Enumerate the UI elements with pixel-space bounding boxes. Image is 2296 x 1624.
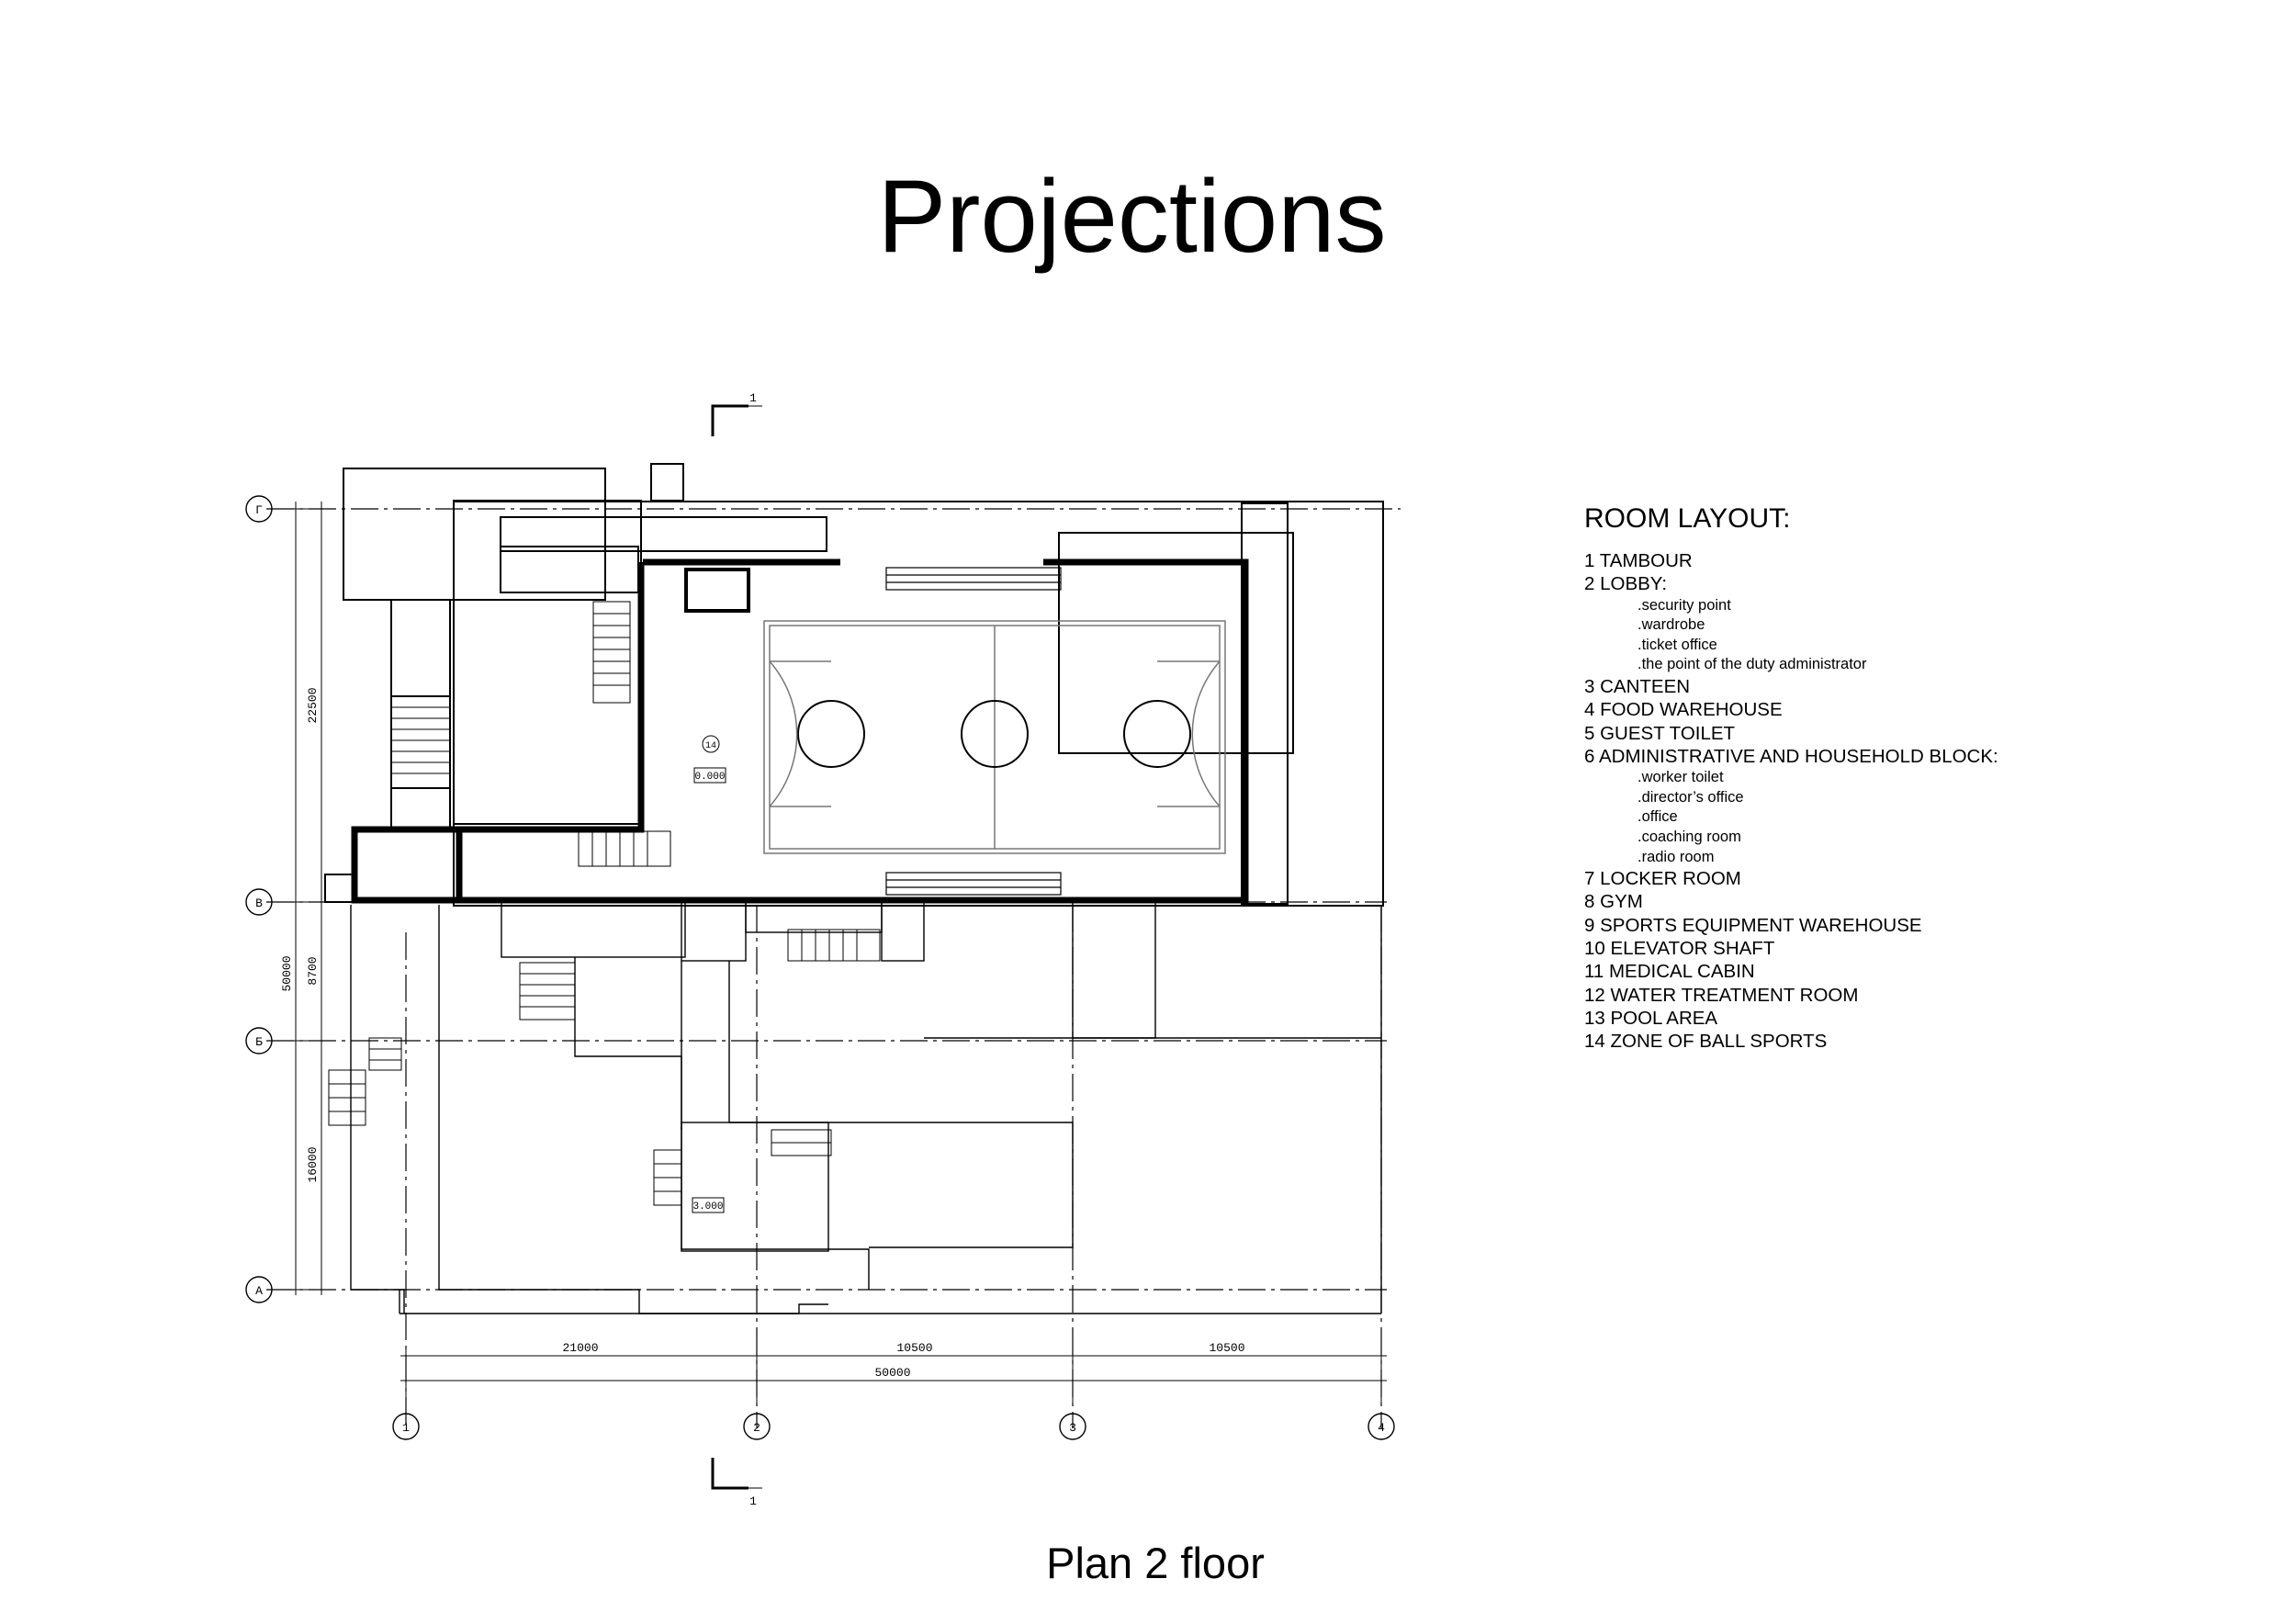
dim-bottom-1: 21000 (562, 1341, 598, 1355)
legend-title: ROOM LAYOUT: (1584, 503, 1791, 534)
legend-subitem: .radio room (1638, 848, 1715, 865)
legend-item: 5 GUEST TOILET (1584, 722, 1736, 744)
legend-item: 7 LOCKER ROOM (1584, 868, 1741, 890)
level-mark-box (692, 1197, 725, 1213)
axis-label-row-v: В (255, 897, 263, 910)
legend-item: 4 FOOD WAREHOUSE (1584, 699, 1783, 721)
legend-item: 3 CANTEEN (1584, 675, 1691, 697)
level-mark: 0.000 (694, 772, 725, 783)
plan-caption: Plan 2 floor (1046, 1539, 1265, 1587)
section-marker (711, 404, 748, 1490)
page-title: Projections (877, 159, 1387, 274)
legend-subitem: .ticket office (1638, 636, 1717, 653)
legend-subitem: .wardrobe (1638, 616, 1705, 634)
legend-item: 6 ADMINISTRATIVE AND HOUSEHOLD BLOCK: (1584, 745, 1998, 767)
legend-item: 10 ELEVATOR SHAFT (1584, 938, 1775, 960)
annex-block (343, 463, 827, 827)
legend-subitem: .security point (1638, 596, 1731, 614)
legend-item: 11 MEDICAL CABIN (1584, 961, 1755, 983)
dim-left-1: 22500 (306, 687, 320, 723)
section-mark-bottom: 1 (749, 1494, 757, 1508)
stairs (328, 601, 881, 1206)
elevator-shaft (684, 568, 750, 613)
dimension-lines (287, 502, 1387, 1405)
axis-label-row-b: Б (255, 1035, 263, 1049)
legend-item: 8 GYM (1584, 891, 1643, 913)
axis-label-row-g: Г (255, 503, 263, 517)
grid-axis-lines (266, 508, 1401, 1428)
legend-subitem: .office (1638, 808, 1678, 826)
legend-subitem: .the point of the duty administrator (1638, 656, 1867, 673)
dim-left-3: 16000 (306, 1146, 320, 1182)
basketball-court (763, 620, 1226, 854)
legend-item: 1 TAMBOUR (1584, 550, 1693, 571)
room-tag-circle (702, 735, 720, 753)
legend-item: 2 LOBBY: (1584, 573, 1668, 595)
dim-bottom-3: 10500 (1209, 1341, 1244, 1355)
legend-item: 12 WATER TREATMENT ROOM (1584, 984, 1859, 1006)
level-mark-box (693, 767, 726, 784)
section-mark-top: 1 (749, 391, 757, 405)
dim-left-2: 8700 (306, 956, 320, 985)
axis-label-col-4: 4 (1378, 1421, 1385, 1435)
axis-label-row-a: А (255, 1284, 263, 1298)
legend-subitem: .director’s office (1638, 788, 1744, 806)
level-mark: 3.000 (692, 1201, 723, 1212)
legend-item: 13 POOL AREA (1584, 1007, 1718, 1029)
dim-bottom-total: 50000 (874, 1366, 910, 1380)
axis-label-col-3: 3 (1069, 1421, 1076, 1435)
dim-left-total: 50000 (280, 955, 294, 991)
roof-outline (453, 501, 1384, 907)
lower-level-outline (350, 899, 1382, 1314)
axis-label-col-2: 2 (753, 1421, 760, 1435)
gym-walls (351, 558, 1249, 904)
legend-item: 9 SPORTS EQUIPMENT WAREHOUSE (1584, 914, 1922, 936)
legend-subitem: .worker toilet (1638, 769, 1724, 786)
axis-label-col-1: 1 (402, 1421, 410, 1435)
room-tag: 14 (705, 741, 716, 751)
bleachers (885, 567, 1062, 896)
axis-bubbles (245, 495, 1395, 1440)
legend-item: 14 ZONE OF BALL SPORTS (1584, 1031, 1828, 1053)
legend-subitem: .coaching room (1638, 828, 1741, 845)
dim-bottom-2: 10500 (896, 1341, 932, 1355)
